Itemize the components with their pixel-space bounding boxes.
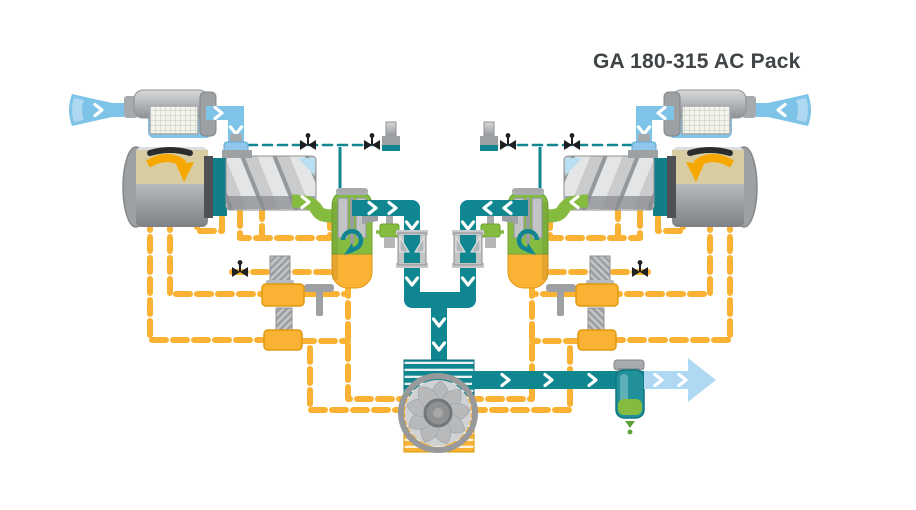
water-separator (613, 359, 645, 435)
left-compressor-unit (69, 90, 437, 410)
drain-droplet-icon (627, 429, 633, 435)
outlet-line (472, 358, 716, 435)
compressed-air-outlet-arrow (644, 358, 716, 402)
center-section (398, 292, 716, 453)
manifold-down-pipe (431, 292, 447, 368)
diagram-title: GA 180-315 AC Pack (593, 50, 801, 73)
cooler-block (398, 359, 478, 453)
drain-droplet-icon (625, 421, 635, 428)
cooler-fan (398, 373, 478, 453)
